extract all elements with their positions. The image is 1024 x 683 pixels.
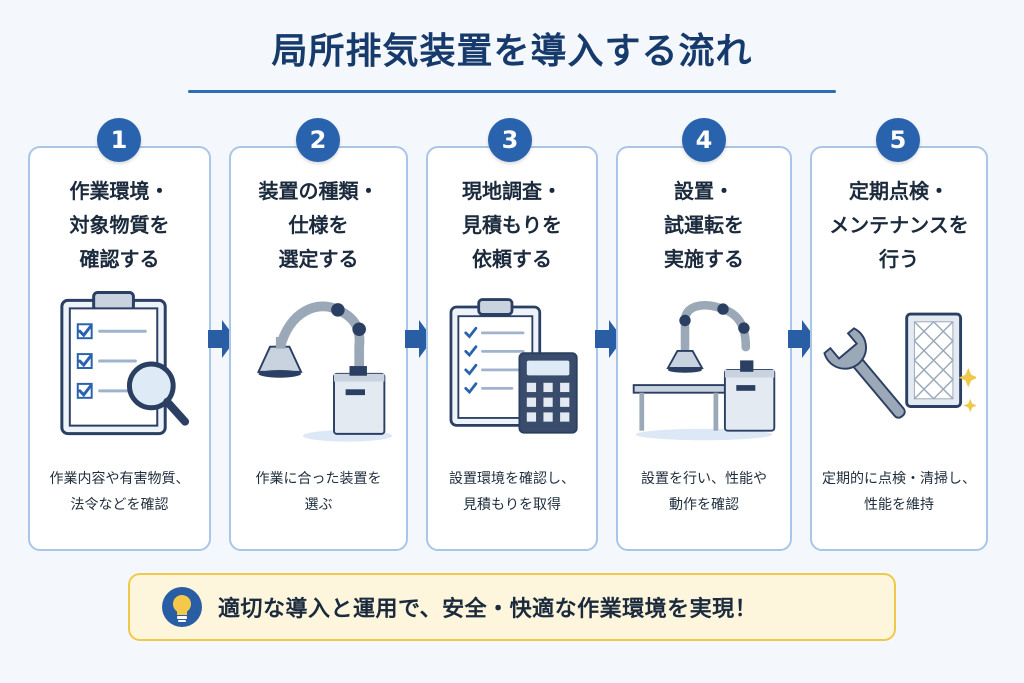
step-number-badge: 5 bbox=[876, 118, 920, 162]
wrench-filter-icon bbox=[822, 288, 978, 448]
step-description: 定期的に点検・清掃し、 性能を維持 bbox=[818, 466, 980, 518]
step-desc-line: 作業に合った装置を bbox=[255, 471, 382, 487]
step-card-3: 現地調査・ 見積もりを 依頼する 設置環境を確認し、 bbox=[426, 146, 598, 551]
summary-banner: 適切な導入と運用で、安全・快適な作業環境を実現！ bbox=[128, 573, 896, 641]
step-description: 作業に合った装置を 選ぶ bbox=[237, 466, 400, 518]
step-title-line: 実施する bbox=[664, 247, 744, 271]
step-title-line: 試運転を bbox=[664, 213, 744, 237]
step-desc-line: 性能を維持 bbox=[864, 497, 934, 513]
step-desc-line: 作業内容や有害物質、 bbox=[49, 471, 190, 487]
banner-text: 適切な導入と運用で、安全・快適な作業環境を実現！ bbox=[218, 597, 758, 622]
installed-exhaust-table-icon bbox=[628, 288, 780, 448]
page-title: 局所排気装置を導入する流れ bbox=[271, 31, 753, 72]
step-title-line: 選定する bbox=[278, 247, 359, 271]
lightbulb-icon bbox=[162, 587, 202, 627]
step-number-badge: 3 bbox=[488, 118, 532, 162]
step-description: 設置を行い、性能や 動作を確認 bbox=[624, 466, 784, 518]
step-number-badge: 4 bbox=[682, 118, 726, 162]
step-title-line: 仕様を bbox=[288, 213, 349, 237]
step-title-line: 現地調査・ bbox=[462, 179, 562, 203]
step-desc-line: 選ぶ bbox=[304, 497, 333, 513]
step-title-line: 行う bbox=[879, 247, 919, 271]
title-underline bbox=[188, 90, 836, 93]
step-title-line: 依頼する bbox=[472, 247, 552, 271]
step-title: 現地調査・ 見積もりを 依頼する bbox=[428, 174, 596, 276]
step-title-line: 見積もりを bbox=[462, 213, 562, 237]
step-title-line: 定期点検・ bbox=[849, 179, 949, 203]
step-number-badge: 2 bbox=[296, 118, 340, 162]
step-description: 作業内容や有害物質、 法令などを確認 bbox=[36, 466, 203, 518]
exhaust-arm-unit-icon bbox=[241, 288, 396, 448]
step-number-badge: 1 bbox=[97, 118, 141, 162]
step-title: 作業環境・ 対象物質を 確認する bbox=[30, 174, 209, 276]
step-card-1: 作業環境・ 対象物質を 確認する bbox=[28, 146, 211, 551]
step-title-line: メンテナンスを bbox=[829, 213, 969, 237]
step-title: 定期点検・ メンテナンスを 行う bbox=[812, 174, 986, 276]
checklist-calculator-icon bbox=[438, 288, 586, 448]
step-description: 設置環境を確認し、 見積もりを取得 bbox=[434, 466, 590, 518]
step-desc-line: 定期的に点検・清掃し、 bbox=[822, 471, 976, 487]
step-desc-line: 設置環境を確認し、 bbox=[449, 471, 575, 487]
step-title-line: 対象物質を bbox=[69, 213, 170, 237]
step-title-line: 設置・ bbox=[674, 179, 734, 203]
step-title: 設置・ 試運転を 実施する bbox=[618, 174, 790, 276]
arrow-right-icon bbox=[788, 320, 816, 358]
step-title-line: 装置の種類・ bbox=[258, 179, 379, 203]
step-title: 装置の種類・ 仕様を 選定する bbox=[231, 174, 406, 276]
step-card-2: 装置の種類・ 仕様を 選定する 作業に合った装置を 選ぶ bbox=[229, 146, 408, 551]
clipboard-magnifier-icon bbox=[40, 288, 199, 448]
step-title-line: 作業環境・ bbox=[69, 179, 170, 203]
step-desc-line: 見積もりを取得 bbox=[463, 497, 561, 513]
step-card-5: 定期点検・ メンテナンスを 行う 定期的に点検・清掃し、 性能を維持 bbox=[810, 146, 988, 551]
step-desc-line: 法令などを確認 bbox=[70, 497, 169, 513]
step-card-4: 設置・ 試運転を 実施する 設置を行い、性能や 動作を確認 bbox=[616, 146, 792, 551]
step-title-line: 確認する bbox=[79, 247, 160, 271]
step-desc-line: 設置を行い、性能や bbox=[641, 471, 767, 487]
step-desc-line: 動作を確認 bbox=[669, 497, 739, 513]
